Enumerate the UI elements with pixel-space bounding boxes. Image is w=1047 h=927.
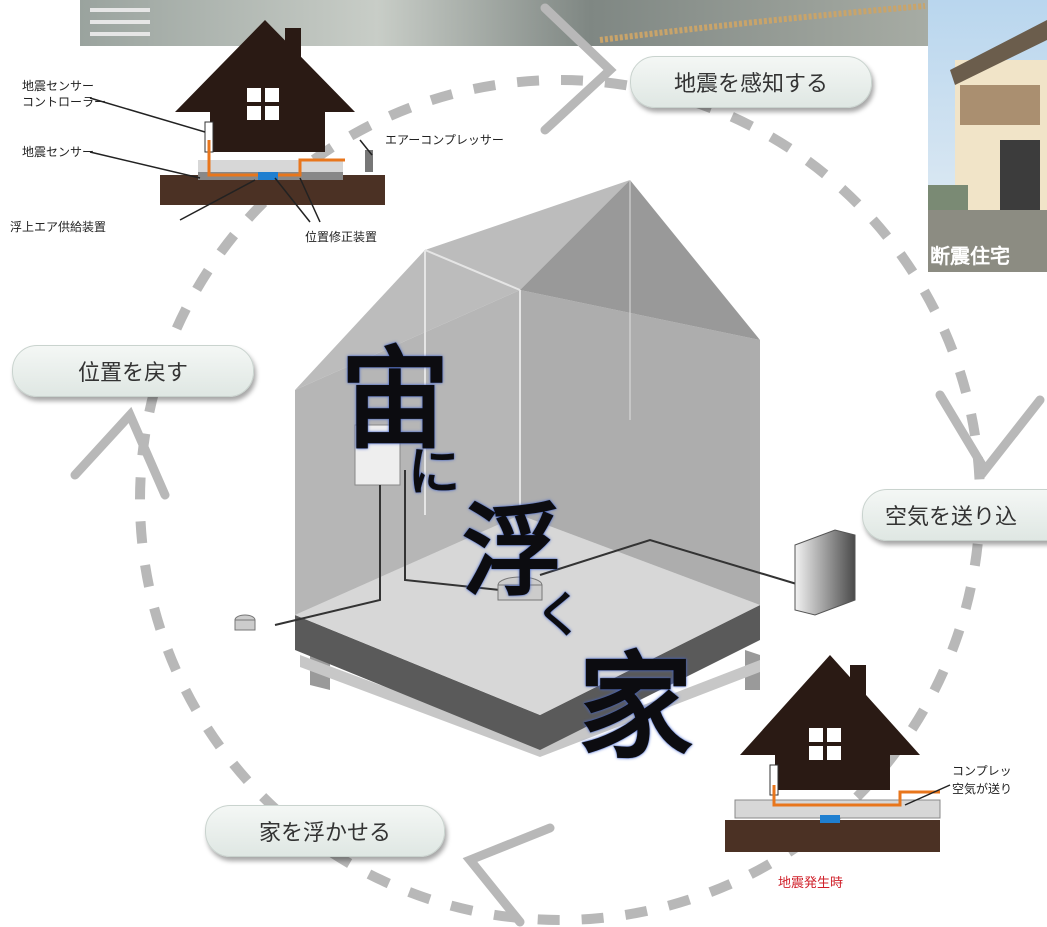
arrow-head-left	[70, 406, 170, 500]
title-char-2: に	[408, 442, 461, 503]
step-float-label: 家を浮かせる	[258, 821, 391, 846]
label-compressor: エアーコンプレッサー	[385, 133, 504, 147]
label-air-supply: 浮上エア供給装置	[10, 220, 107, 234]
step-detect-label: 地震を感知する	[673, 72, 828, 97]
house-photo	[928, 0, 1047, 272]
system-diagram-top	[89, 20, 385, 223]
step-float-house: 家を浮かせる	[205, 805, 445, 857]
step-return-position: 位置を戻す	[12, 345, 254, 397]
title-char-1: 宙	[340, 335, 450, 464]
step-send-air-label: 空気を送り込	[885, 505, 1018, 530]
label-position-corrector: 位置修正装置	[305, 230, 378, 244]
step-send-air: 空気を送り込	[862, 489, 1047, 541]
title-char-4: く	[535, 587, 584, 643]
arrow-head-top	[540, 3, 617, 135]
label-compressor-note-1: コンプレッ	[952, 764, 1012, 778]
top-photo-strip	[80, 0, 930, 46]
floating-house-model	[234, 180, 856, 757]
label-earthquake-occurs: 地震発生時	[778, 876, 844, 891]
system-diagram-bottom	[725, 655, 951, 852]
step-return-label: 位置を戻す	[77, 361, 188, 386]
arrow-head-right	[935, 390, 1045, 478]
label-compressor-note-2: 空気が送り	[952, 782, 1013, 796]
arrow-head-bottom	[462, 823, 555, 927]
step-detect-earthquake: 地震を感知する	[630, 56, 872, 108]
title-char-5: 家	[578, 640, 694, 775]
label-sensor-controller: 地震センサー コントローラー	[22, 79, 107, 109]
label-sensor: 地震センサー	[22, 145, 95, 159]
title-char-3: 浮	[462, 492, 562, 610]
cycle-arrow-heads	[70, 3, 1045, 927]
photo-caption: 断震住宅	[930, 244, 1010, 268]
